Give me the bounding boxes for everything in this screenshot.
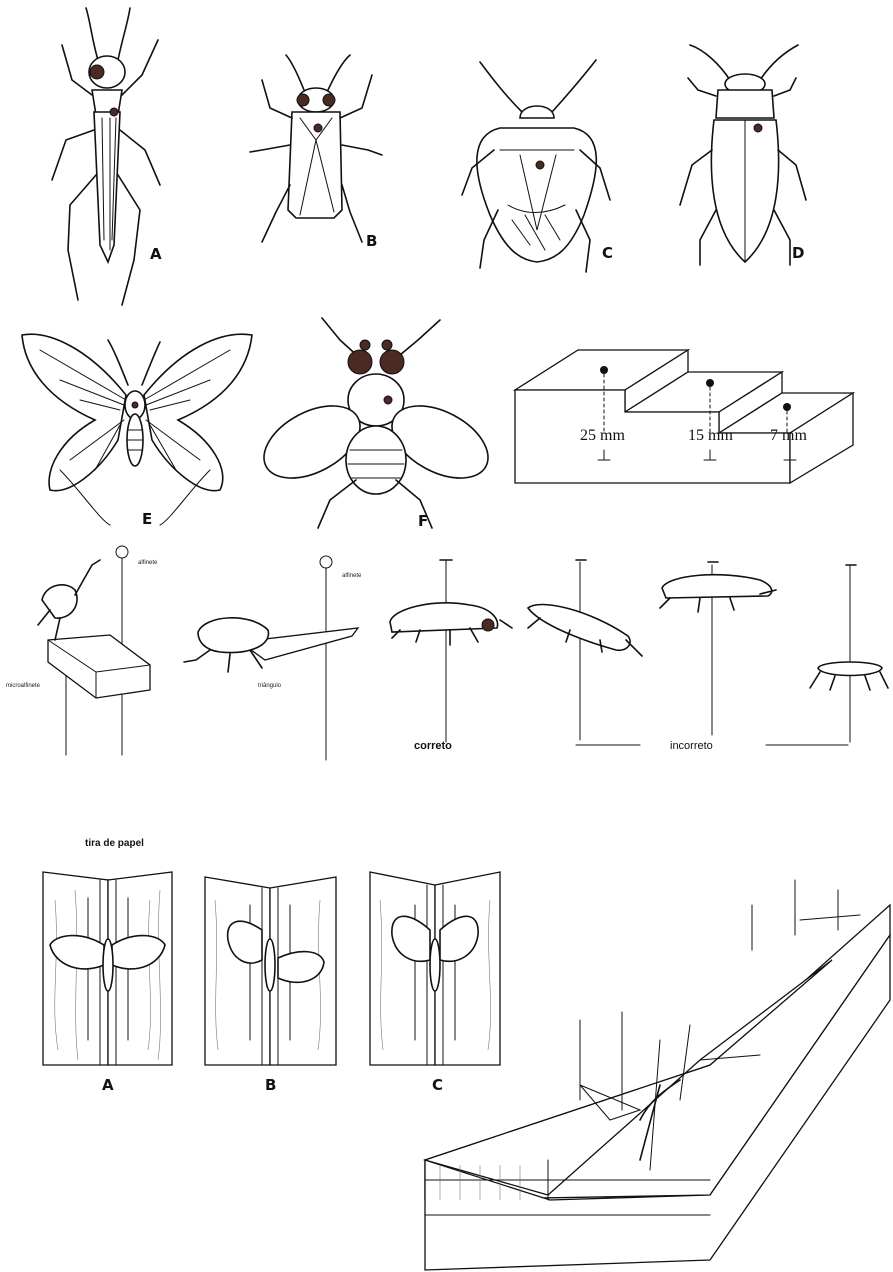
step-block-drawing [515, 350, 853, 483]
pinning-triangle-drawing [184, 556, 358, 760]
insect-d-drawing [680, 45, 806, 265]
insect-label-c: C [602, 244, 613, 262]
microalfinete-label: microalfinete [6, 683, 40, 689]
pinning-incorrect-2-drawing [660, 562, 776, 735]
pin-label-1: alfinete [138, 560, 157, 566]
spreading-board-b [205, 877, 336, 1065]
insect-c-drawing [462, 60, 610, 272]
correct-label: correto [414, 740, 452, 752]
insect-label-d: D [792, 244, 804, 262]
insect-b-drawing [250, 55, 382, 242]
paper-strip-label: tira de papel [85, 838, 144, 849]
pinning-correct-drawing [390, 560, 512, 742]
board-label-b: B [265, 1076, 276, 1094]
insect-label-e: E [142, 510, 152, 528]
insect-f-drawing [252, 318, 500, 528]
triangle-label: triângulo [258, 683, 281, 689]
depth-label-7: 7 mm [770, 427, 807, 445]
depth-label-25: 25 mm [580, 427, 625, 445]
insect-label-b: B [366, 232, 377, 250]
pinning-incorrect-3-drawing [766, 565, 888, 745]
insect-label-f: F [418, 512, 428, 530]
pinning-microalfinete-drawing [38, 546, 150, 755]
insect-e-drawing [22, 334, 252, 525]
board-label-c: C [432, 1076, 443, 1094]
board-label-a: A [102, 1076, 114, 1094]
depth-label-15: 15 mm [688, 427, 733, 445]
spreading-board-c [370, 872, 500, 1065]
insect-a-drawing [52, 8, 160, 305]
pinning-incorrect-1-drawing [528, 560, 642, 745]
spreading-board-a [43, 872, 172, 1065]
insect-label-a: A [150, 245, 162, 263]
pin-label-2: alfinete [342, 573, 361, 579]
incorrect-label: incorreto [670, 740, 713, 752]
